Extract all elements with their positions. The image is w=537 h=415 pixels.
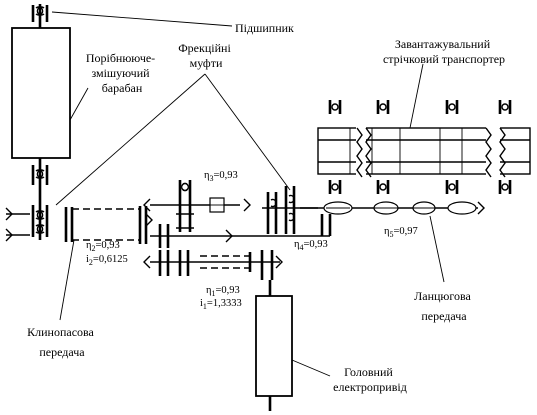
- gearbox-shaft-upper: [143, 194, 251, 232]
- conveyor-bottom-bearings: [328, 180, 512, 194]
- gearbox-upper-bearings: [178, 180, 192, 194]
- gearbox-shaft-middle: [150, 224, 330, 248]
- main-motor: [255, 280, 331, 411]
- friction-clutch-block: [262, 186, 332, 236]
- param-eta2: η2=0,93: [86, 240, 120, 253]
- label-chain: Ланцюгова передача: [414, 289, 474, 323]
- param-i1: i1=1,3333: [200, 298, 242, 311]
- chain-drive: [300, 201, 485, 215]
- param-eta5: η5=0,97: [384, 226, 418, 239]
- mixing-drum: [11, 4, 71, 240]
- drum-lower-bearings: [31, 165, 49, 237]
- param-eta3: η3=0,93: [204, 170, 238, 183]
- param-eta4: η4=0,93: [294, 239, 328, 252]
- label-bearing: Підшипник: [235, 21, 294, 35]
- v-belt-drive: [5, 206, 153, 244]
- belt-conveyor: [317, 126, 531, 178]
- drum-top-bearing: [31, 5, 49, 22]
- label-motor: Головний електропривід: [333, 365, 407, 394]
- label-v-belt: Клинопасова передача: [27, 325, 97, 359]
- label-mixing-drum: Порібнююче- змішуючий барабан: [86, 51, 158, 95]
- conveyor-top-bearings: [328, 100, 512, 114]
- param-eta1: η1=0,93: [206, 285, 240, 298]
- param-i2: i2=0,6125: [86, 254, 128, 267]
- gearbox-shaft-lower: [143, 250, 283, 280]
- leader-lines: [51, 11, 445, 321]
- label-conveyor: Завантажувальний стрічковий транспортер: [383, 37, 505, 66]
- label-friction-clutches: Фрекційні муфти: [178, 41, 234, 70]
